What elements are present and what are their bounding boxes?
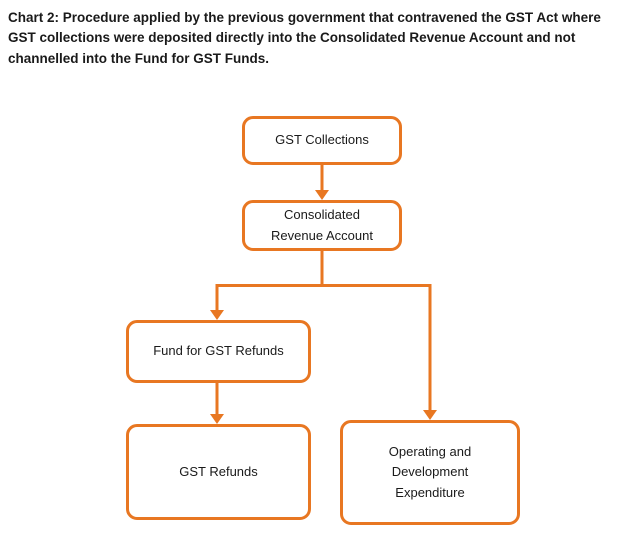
arrowhead-split-to-fund xyxy=(210,310,224,320)
arrowhead-fund-to-refunds xyxy=(210,414,224,424)
node-fund-for-gst-refunds: Fund for GST Refunds xyxy=(126,320,311,383)
node-operating-development-expenditure: Operating and Development Expenditure xyxy=(340,420,520,525)
node-consolidated-revenue-account: Consolidated Revenue Account xyxy=(242,200,402,251)
node-operating-development-expenditure-label: Operating and Development Expenditure xyxy=(388,444,472,500)
node-gst-collections-label: GST Collections xyxy=(275,132,369,148)
arrowhead-collections-to-cra xyxy=(315,190,329,200)
node-gst-refunds-label: GST Refunds xyxy=(179,463,258,479)
node-gst-refunds: GST Refunds xyxy=(126,424,311,520)
chart-title: Chart 2: Procedure applied by the previo… xyxy=(8,10,601,66)
node-gst-collections: GST Collections xyxy=(242,116,402,165)
node-consolidated-revenue-account-label: Consolidated Revenue Account xyxy=(271,207,373,243)
arrowhead-split-to-operating xyxy=(423,410,437,420)
node-fund-for-gst-refunds-label: Fund for GST Refunds xyxy=(153,343,284,359)
